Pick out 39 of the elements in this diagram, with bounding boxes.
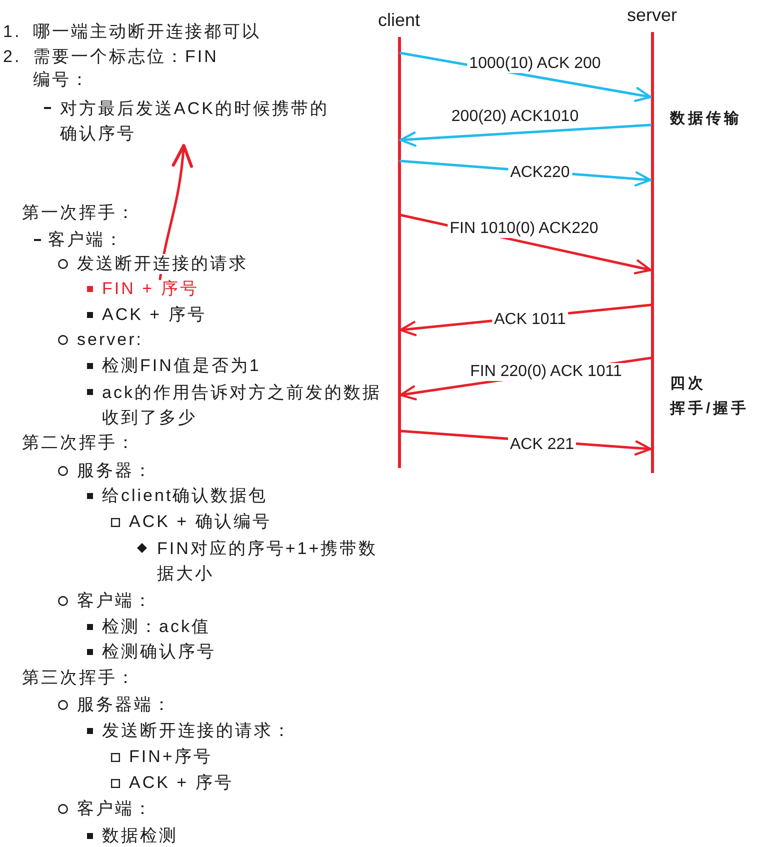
list-item-text: 需要一个标志位：FIN [33, 47, 218, 67]
list-item-text: 检测确认序号 [102, 642, 216, 662]
list-item-text: ACK + 确认编号 [129, 512, 272, 532]
side-note: 挥手/握手 [670, 399, 750, 419]
participant-label: server [627, 5, 677, 25]
list-item-text: 客户端： [77, 799, 153, 819]
edge-label: FIN 220(0) ACK 1011 [468, 363, 624, 381]
list-item-text: FIN对应的序号+1+携带数据大小 [157, 538, 379, 584]
side-note: 四次 [670, 374, 706, 394]
list-item-text: 发送断开连接的请求： [102, 721, 292, 741]
section-heading: 第三次挥手： [22, 668, 136, 688]
list-item-text: ACK + 序号 [102, 305, 206, 325]
list-item-text: 哪一端主动断开连接都可以 [33, 22, 261, 42]
list-item-text: 检测FIN值是否为1 [102, 356, 261, 376]
edge-label: 1000(10) ACK 200 [467, 55, 603, 73]
section-heading: 第二次挥手： [22, 433, 136, 453]
edge-label: FIN 1010(0) ACK220 [448, 220, 600, 238]
list-item-text: 客户端： [77, 591, 153, 611]
list-item-text: ack的作用告诉对方之前发的数据收到了多少 [102, 382, 382, 428]
list-item-text: server: [77, 330, 143, 350]
list-item-text: 数据检测 [102, 826, 178, 846]
participant-label: client [378, 10, 420, 30]
message-arrow [399, 124, 652, 147]
list-item-text: 客户端： [48, 230, 124, 250]
side-note: 数据传输 [670, 109, 742, 129]
list-item-text: 对方最后发送ACK的时候携带的确认序号 [60, 96, 335, 146]
list-item-text: FIN + 序号 [102, 279, 199, 299]
list-item-text: 服务器： [77, 461, 153, 481]
list-item-text: 给client确认数据包 [102, 486, 268, 506]
list-item-text: 检测：ack值 [102, 617, 210, 637]
edge-label: 200(20) ACK1010 [449, 108, 581, 126]
list-item-text: 发送断开连接的请求 [77, 254, 248, 274]
list-item-text: ACK + 序号 [129, 773, 234, 793]
list-item-text: 服务器端： [77, 695, 172, 715]
list-number: 1. [3, 22, 22, 42]
list-item-text: 编号： [33, 70, 90, 90]
list-number: 2. [3, 47, 22, 67]
list-item-text: FIN+序号 [129, 747, 212, 767]
section-heading: 第一次挥手： [22, 203, 136, 223]
